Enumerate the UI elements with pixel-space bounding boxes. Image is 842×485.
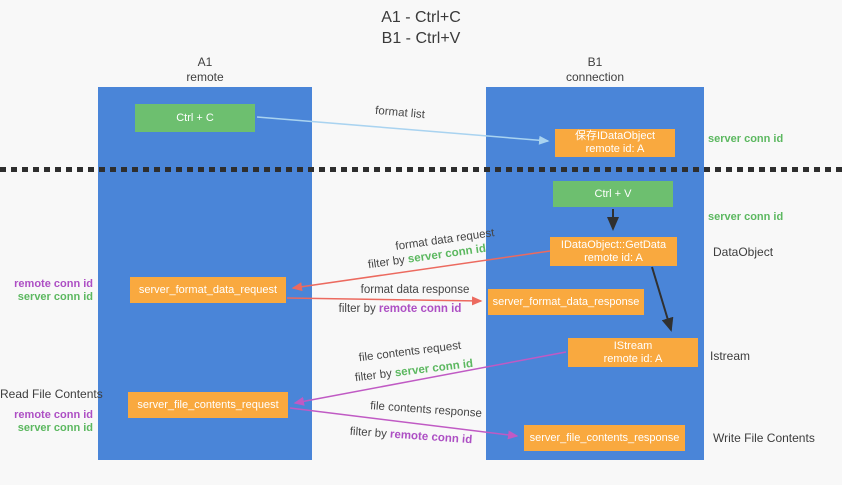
- left-conn-id-stack-bottom: Read File Contents remote conn id server…: [0, 387, 103, 435]
- getdata-remote-id: remote id: A: [584, 251, 643, 264]
- left-column-header: A1 remote: [98, 55, 312, 85]
- server-file-contents-request-box: server_file_contents_request: [128, 392, 288, 418]
- server-file-contents-request-label: server_file_contents_request: [137, 398, 279, 411]
- ctrl-c-label: Ctrl + C: [176, 111, 214, 124]
- istream-remote-id: remote id: A: [603, 352, 663, 365]
- remote-conn-id-text: remote conn id: [389, 428, 473, 447]
- save-idataobject-box: 保存IDataObject remote id: A: [555, 129, 675, 157]
- ctrl-c-box: Ctrl + C: [135, 104, 255, 132]
- left-conn-id-stack-top: remote conn id server conn id: [0, 278, 93, 304]
- filter-by-text: filter by: [354, 367, 396, 385]
- format-data-response-arrow: [286, 296, 483, 306]
- filter-by-text: filter by: [367, 253, 409, 272]
- right-server-conn-id-top: server conn id: [708, 133, 784, 145]
- server-format-data-request-box: server_format_data_request: [130, 277, 286, 303]
- istream-box: IStream remote id: A: [568, 338, 698, 367]
- left-remote-conn-id-bottom: remote conn id: [14, 409, 93, 421]
- right-server-conn-id-mid: server conn id: [708, 211, 784, 223]
- remote-conn-id-text: remote conn id: [378, 303, 462, 315]
- getdata-label: IDataObject::GetData: [560, 238, 667, 251]
- ctrl-v-label: Ctrl + V: [594, 187, 632, 200]
- idataobject-getdata-box: IDataObject::GetData remote id: A: [550, 237, 677, 266]
- left-server-conn-id-bottom: server conn id: [17, 422, 93, 434]
- dataobject-side-label: DataObject: [713, 245, 774, 259]
- left-remote-conn-id-top: remote conn id: [14, 278, 93, 290]
- right-column-role: connection: [565, 70, 625, 84]
- server-format-data-request-label: server_format_data_request: [138, 283, 278, 296]
- format-data-response-filter-label: filter by remote conn id: [339, 303, 462, 315]
- filter-by-text: filter by: [349, 425, 391, 441]
- right-column-header: B1 connection: [486, 55, 704, 85]
- istream-label: IStream: [613, 339, 653, 352]
- diagram-title: A1 - Ctrl+C B1 - Ctrl+V: [0, 7, 842, 49]
- server-format-data-response-box: server_format_data_response: [488, 289, 644, 315]
- server-file-contents-response-label: server_file_contents_response: [529, 431, 680, 444]
- filter-by-text: filter by: [338, 303, 379, 315]
- server-file-contents-response-box: server_file_contents_response: [524, 425, 685, 451]
- left-column-id: A1: [197, 55, 213, 69]
- save-idataobject-label: 保存IDataObject: [574, 130, 656, 142]
- save-idataobject-remote-id: remote id: A: [585, 143, 645, 155]
- read-file-contents-label: Read File Contents: [0, 387, 103, 401]
- format-data-response-label: format data response: [360, 284, 470, 296]
- right-column-id: B1: [587, 55, 603, 69]
- format-list-label: format list: [374, 104, 426, 122]
- server-format-data-response-label: server_format_data_response: [492, 295, 640, 308]
- title-line-2: B1 - Ctrl+V: [381, 30, 461, 47]
- left-column-role: remote: [186, 70, 224, 84]
- file-contents-response-filter-label: filter by remote conn id: [349, 426, 472, 447]
- ctrl-v-box: Ctrl + V: [553, 181, 673, 207]
- istream-side-label: Istream: [710, 349, 751, 363]
- write-file-contents-label: Write File Contents: [713, 431, 815, 445]
- copy-paste-separator-dotted-line: [0, 167, 842, 172]
- file-contents-response-label: file contents response: [369, 400, 483, 420]
- server-conn-id-text: server conn id: [394, 357, 474, 380]
- title-line-1: A1 - Ctrl+C: [381, 9, 461, 26]
- left-server-conn-id-top: server conn id: [17, 291, 93, 303]
